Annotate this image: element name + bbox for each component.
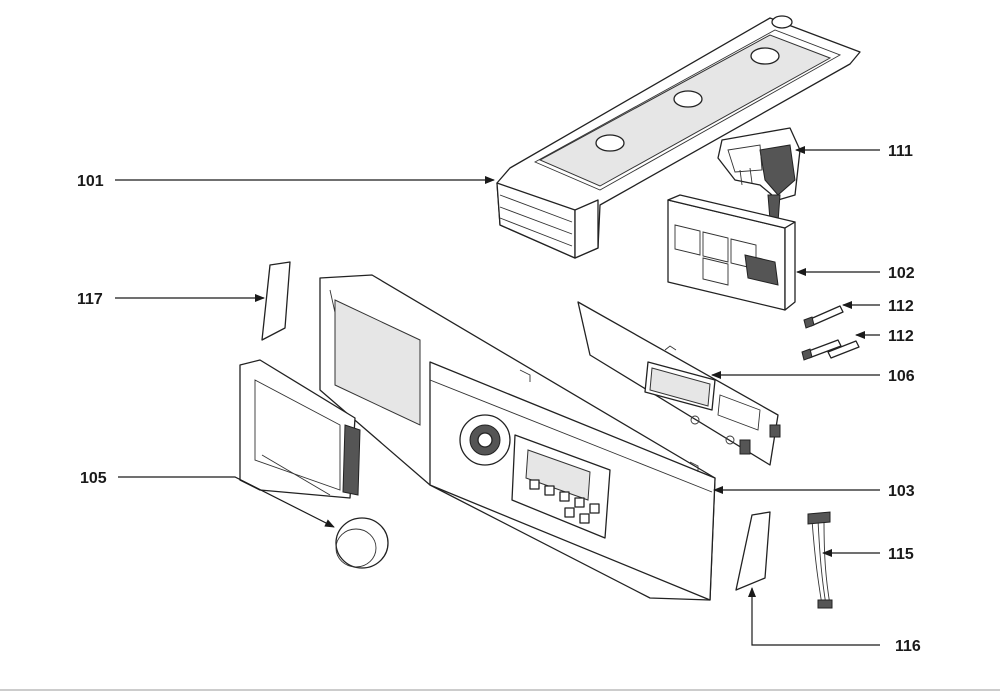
part-116-side-panel — [735, 511, 771, 591]
label-112-lower: 112 — [888, 328, 914, 345]
part-111-lock-assembly — [717, 127, 801, 223]
label-115: 115 — [888, 546, 914, 563]
label-117: 117 — [77, 291, 103, 308]
label-111: 111 — [888, 143, 913, 160]
part-117-side-panel — [261, 261, 291, 341]
part-102-control-module — [667, 194, 796, 311]
label-103: 103 — [888, 483, 915, 500]
callout-labels: 101 111 102 117 112 112 106 105 103 115 … — [77, 143, 921, 655]
label-101: 101 — [77, 173, 104, 190]
leader-lines — [115, 146, 880, 646]
part-112-connector-lower — [801, 339, 860, 361]
label-105: 105 — [80, 470, 107, 487]
part-105-knob — [335, 517, 389, 569]
label-102: 102 — [888, 265, 915, 282]
label-116: 116 — [895, 638, 921, 655]
label-112-upper: 112 — [888, 298, 914, 315]
part-101-drawer-housing — [496, 15, 861, 259]
part-105-drawer-front — [239, 359, 361, 499]
leader-116 — [748, 587, 880, 646]
part-112-connector-upper — [803, 305, 844, 329]
label-106: 106 — [888, 368, 915, 385]
part-103-control-panel — [319, 274, 716, 601]
part-115-wire-harness — [807, 511, 833, 609]
leader-105 — [118, 476, 335, 528]
